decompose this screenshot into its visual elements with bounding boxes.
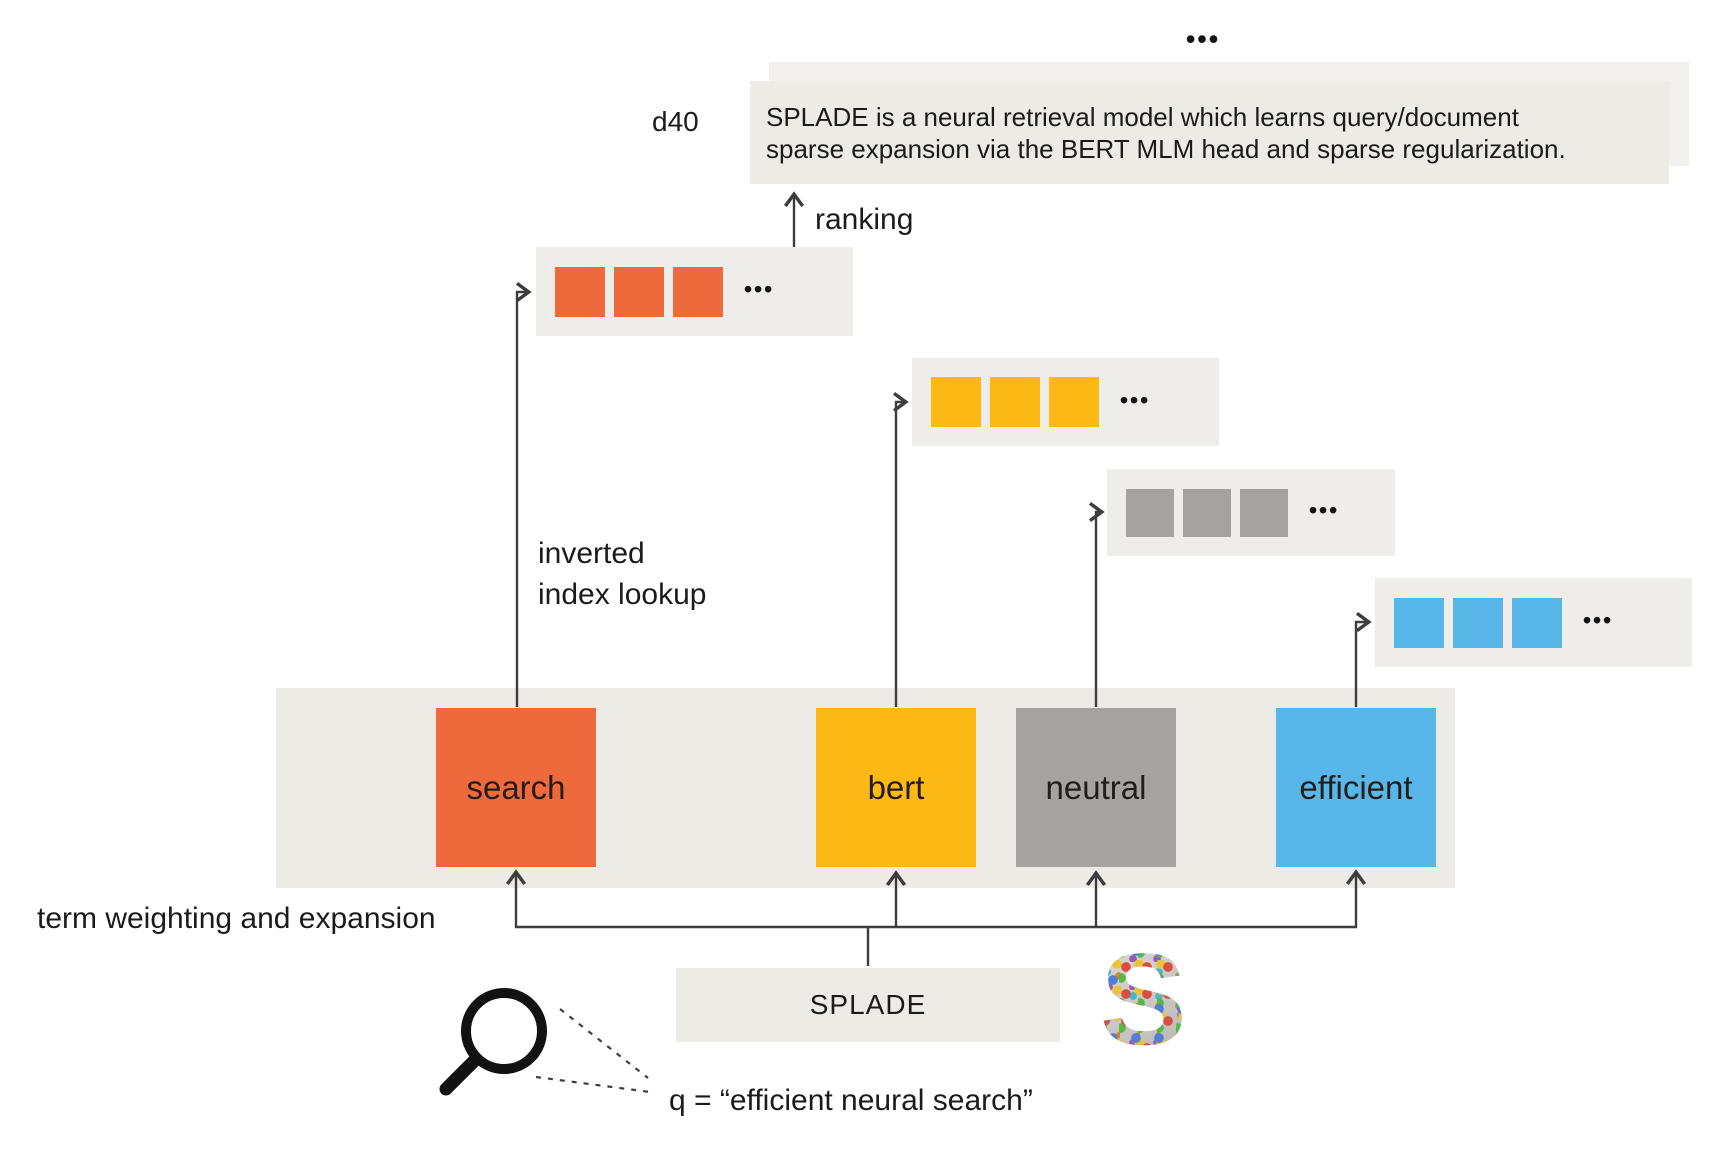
posting-square	[1512, 597, 1562, 648]
inverted-index-lookup-label: inverted index lookup	[538, 533, 706, 615]
term-box-efficient: efficient	[1276, 708, 1436, 867]
document-text-line2: sparse expansion via the BERT MLM head a…	[766, 133, 1566, 164]
document-text-line1: SPLADE is a neural retrieval model which…	[766, 101, 1519, 132]
posting-square	[1453, 597, 1503, 648]
splade-logo-icon: S	[1100, 926, 1187, 1072]
posting-list-bert: •••	[912, 358, 1219, 446]
splade-model-label: SPLADE	[809, 989, 927, 1020]
document-card-d40: SPLADE is a neural retrieval model which…	[750, 81, 1669, 184]
posting-list-neutral: •••	[1107, 469, 1395, 556]
inverted-index-lookup-label-line1: inverted	[538, 537, 645, 570]
magnifying-glass-icon	[439, 988, 547, 1096]
posting-square	[555, 266, 605, 317]
term-box-label: bert	[867, 768, 925, 806]
term-box-label: efficient	[1299, 768, 1413, 806]
posting-square	[1394, 597, 1444, 648]
ranking-label: ranking	[815, 203, 914, 236]
term-box-search: search	[436, 708, 596, 867]
document-id-label: d40	[652, 106, 699, 137]
term-weighting-caption: term weighting and expansion	[37, 902, 436, 935]
posting-square	[1240, 488, 1288, 537]
posting-square	[673, 266, 723, 317]
term-box-label: neutral	[1045, 768, 1147, 806]
posting-square	[931, 377, 981, 427]
posting-square	[1126, 488, 1174, 537]
term-box-label: search	[466, 768, 566, 806]
lookup-arrow-search	[515, 281, 532, 707]
posting-square	[1049, 377, 1099, 427]
more-documents-ellipsis-icon: •••	[1185, 24, 1221, 54]
posting-square	[1183, 488, 1231, 537]
query-text: q = “efficient neural search”	[669, 1084, 1033, 1117]
posting-ellipsis-icon: •••	[1583, 607, 1614, 633]
posting-list-search: •••	[536, 247, 853, 336]
posting-list-efficient: •••	[1375, 578, 1692, 667]
term-box-neutral: neutral	[1016, 708, 1176, 867]
splade-model-box: SPLADE	[676, 968, 1060, 1042]
lookup-arrow-neutral	[1088, 501, 1105, 707]
posting-square	[614, 266, 664, 317]
posting-square	[990, 377, 1040, 427]
term-box-bert: bert	[816, 708, 976, 867]
query-projection-dashed-lines	[535, 1008, 651, 1094]
posting-ellipsis-icon: •••	[744, 276, 775, 302]
inverted-index-lookup-label-line2: index lookup	[538, 578, 707, 611]
posting-ellipsis-icon: •••	[1120, 386, 1151, 413]
lookup-arrow-bert	[892, 391, 909, 707]
posting-ellipsis-icon: •••	[1309, 497, 1340, 523]
